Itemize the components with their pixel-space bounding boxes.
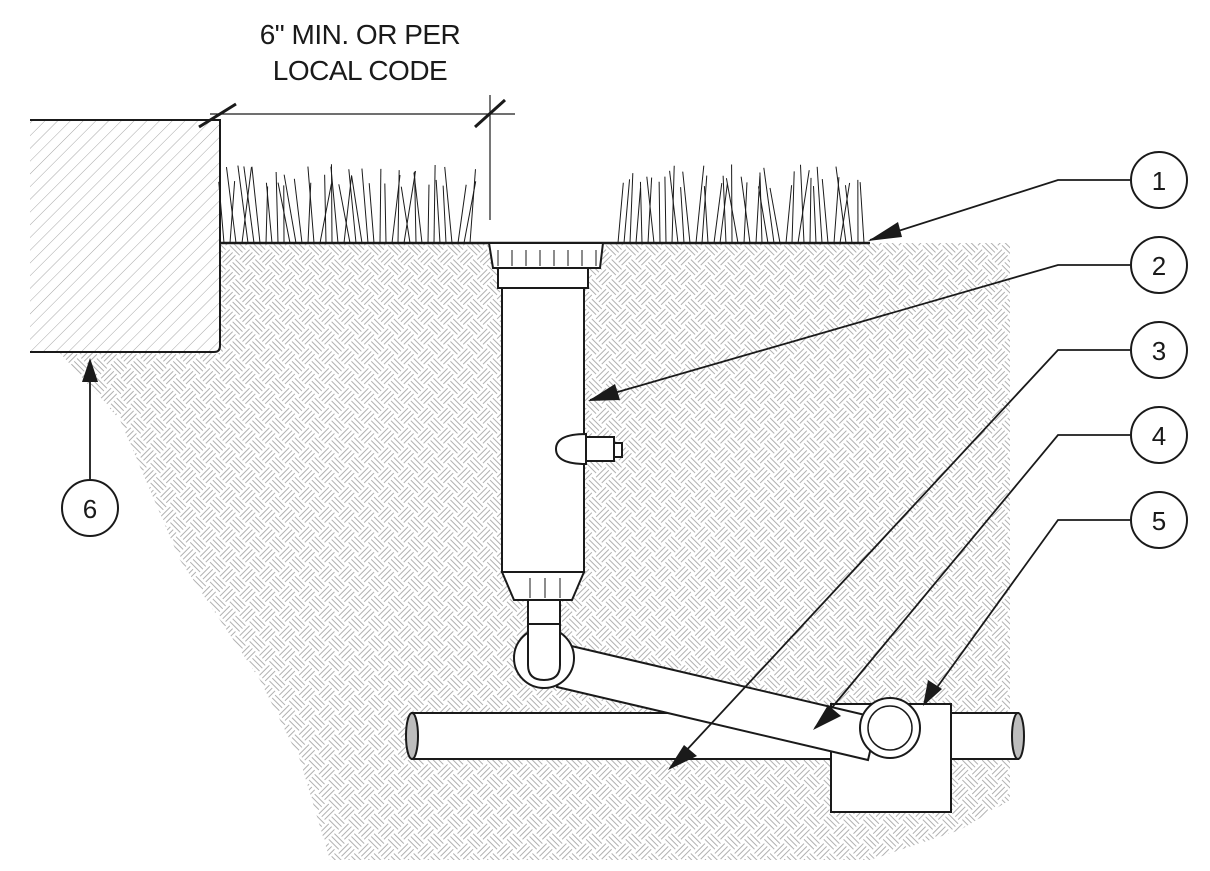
hardscape-edge	[30, 120, 220, 352]
rotor-sprinkler	[487, 242, 623, 625]
turf-left	[218, 164, 477, 244]
callout-5: 5	[1130, 491, 1188, 549]
callout-1: 1	[1130, 151, 1188, 209]
dimension-label-line-1: 6" MIN. OR PER	[259, 19, 461, 50]
leader-arrowheads	[82, 222, 942, 770]
callout-1-label: 1	[1152, 166, 1166, 196]
callout-5-label: 5	[1152, 506, 1166, 536]
dimension-label-line-2: LOCAL CODE	[272, 55, 448, 86]
callout-2: 2	[1130, 236, 1188, 294]
dimension-line	[198, 95, 515, 220]
callout-2-label: 2	[1152, 251, 1166, 281]
leader-lines	[89, 179, 1130, 769]
callout-3: 3	[1130, 321, 1188, 379]
callout-4-label: 4	[1152, 421, 1166, 451]
callout-6: 6	[61, 479, 119, 537]
turf-right	[617, 164, 865, 244]
callout-6-label: 6	[83, 494, 97, 524]
callout-4: 4	[1130, 406, 1188, 464]
callout-3-label: 3	[1152, 336, 1166, 366]
